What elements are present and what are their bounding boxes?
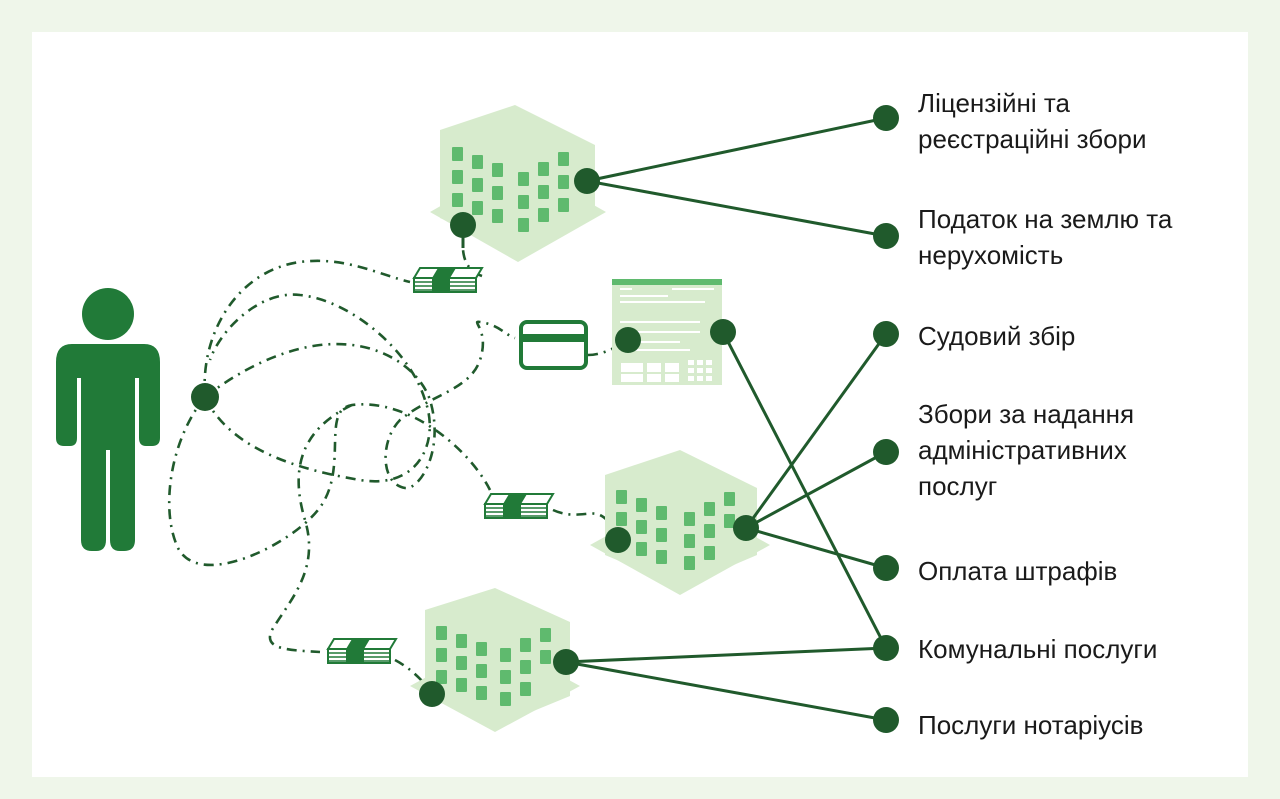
connector-building2-fines: [745, 526, 887, 570]
label-land-tax: Податок на землю та нерухомість: [918, 204, 1173, 270]
label-notary: Послуги нотаріусів: [918, 710, 1144, 740]
node-building2-entry: [605, 527, 631, 553]
connector-lines: [461, 116, 888, 722]
node-person: [191, 383, 219, 411]
path-to-card: [204, 320, 516, 490]
node-court: [873, 321, 899, 347]
connector-building2-admin: [745, 450, 887, 530]
node-building3-entry: [419, 681, 445, 707]
banknote-stack-icon: [413, 267, 483, 293]
path-to-building-low: [268, 403, 353, 654]
banknote-stack-icon: [484, 493, 554, 519]
path-loop-lower: [167, 396, 492, 567]
node-invoice-hub: [710, 319, 736, 345]
node-dots: [191, 105, 899, 733]
building-icon: [410, 588, 580, 732]
building-icon: [430, 105, 606, 262]
building-icon: [590, 450, 770, 595]
credit-card-icon: [519, 320, 588, 370]
node-fines: [873, 555, 899, 581]
node-building1-entry: [450, 212, 476, 238]
connector-building2-court: [744, 333, 888, 529]
label-license-fees: Ліцензійні та реєстраційні збори: [918, 88, 1147, 154]
label-utilities: Комунальні послуги: [918, 634, 1158, 664]
node-invoice-entry: [615, 327, 641, 353]
node-notary: [873, 707, 899, 733]
diagram-panel: [32, 32, 1248, 777]
node-admin: [873, 439, 899, 465]
path-loop-cross: [203, 293, 432, 483]
connector-building3-utilities: [565, 646, 887, 664]
connector-building1-landtax: [586, 179, 887, 238]
label-court-fee: Судовий збір: [918, 321, 1076, 351]
label-admin-fees: Збори за надання адміністративних послуг: [918, 399, 1135, 501]
node-building1-hub: [574, 168, 600, 194]
node-landtax: [873, 223, 899, 249]
node-utilities: [873, 635, 899, 661]
node-building3-hub: [553, 649, 579, 675]
path-loop-upper: [203, 259, 411, 398]
connector-building1-license: [586, 116, 887, 183]
node-license: [873, 105, 899, 131]
person-icon: [56, 288, 160, 551]
banknote-stack-icon: [327, 638, 397, 664]
connector-invoice-utilities: [721, 331, 888, 649]
connector-building3-notary: [565, 660, 887, 722]
node-building2-hub: [733, 515, 759, 541]
label-fines: Оплата штрафів: [918, 556, 1118, 586]
path-card-invoice: [587, 338, 629, 357]
path-money3-building3: [394, 658, 433, 693]
payment-paths: [167, 239, 629, 693]
